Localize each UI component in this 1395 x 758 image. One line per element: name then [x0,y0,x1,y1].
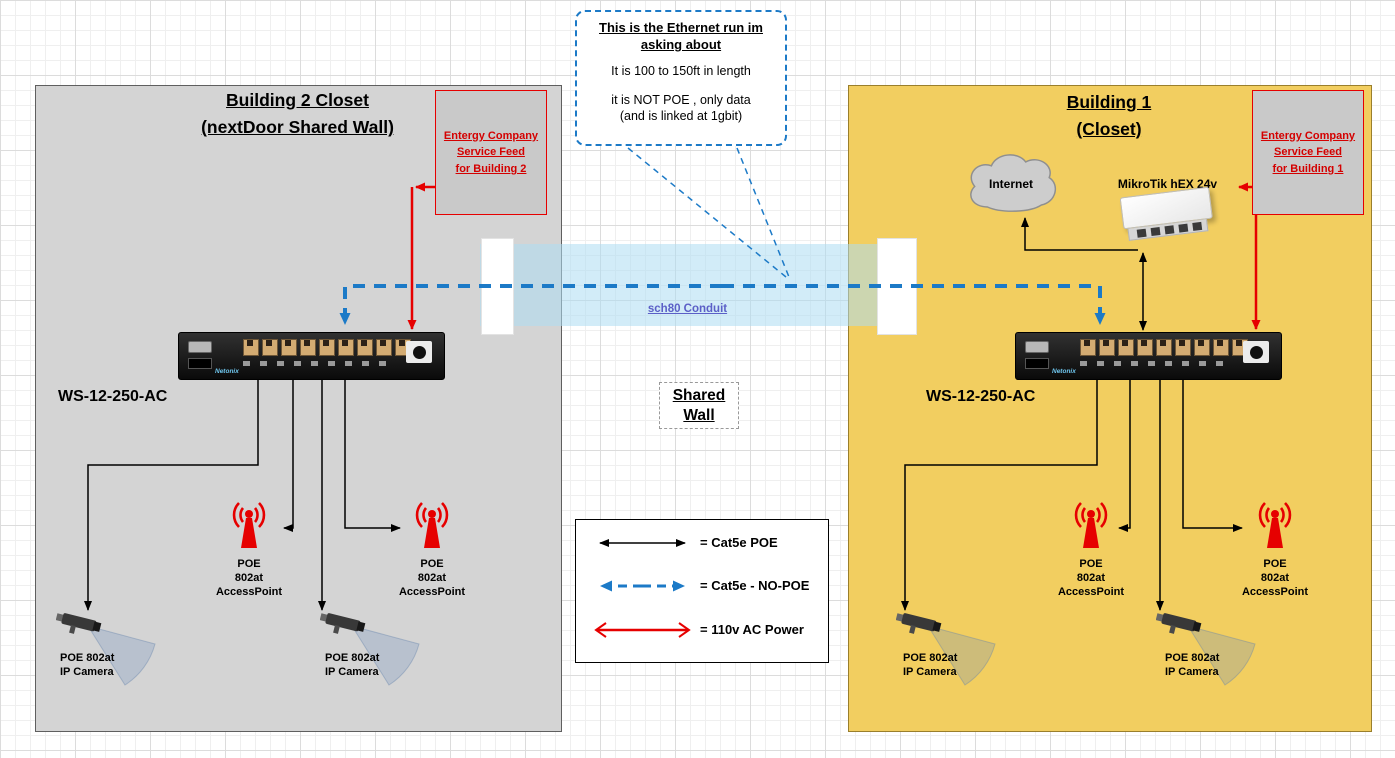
wall-penetration-left [481,238,514,335]
access-point-label: POE 802at AccessPoint [1241,558,1309,598]
switch-model-label-building1: WS-12-250-AC [926,388,1036,405]
legend-item-ac-power: = 110v AC Power [700,622,804,637]
callout-length-note: It is 100 to 150ft in length [611,63,751,78]
port-numbers-strip [1080,361,1230,366]
access-point-label: POE 802at AccessPoint [398,558,466,598]
entergy-feed-building2: Entergy Company Service Feed for Buildin… [435,90,547,215]
internet-cloud-icon [970,154,1057,212]
ip-camera-label: POE 802at IP Camera [1165,652,1220,678]
ip-camera-icon [320,613,420,686]
ip-camera-label: POE 802at IP Camera [325,652,380,678]
legend-item-cat5e-poe: = Cat5e POE [700,535,778,550]
building2-title: Building 2 Closet (nextDoor Shared Wall) [201,90,394,138]
ip-camera-label: POE 802at IP Camera [903,652,958,678]
ip-camera-label: POE 802at IP Camera [60,652,115,678]
wall-penetration-right [877,238,917,335]
building1-title: Building 1 (Closet) [1066,92,1152,140]
legend-item-cat5e-nopoe: = Cat5e - NO-POE [700,578,810,593]
power-inlet-icon [1243,341,1269,363]
sfp-slot-icon [1025,358,1049,369]
port-numbers-strip [243,361,393,366]
ethernet-run-callout: This is the Ethernet run im asking about… [575,10,787,146]
shared-wall-label: Shared Wall [659,382,739,429]
callout-poe-note: it is NOT POE , only data (and is linked… [611,93,751,124]
ip-camera-icon [896,613,996,686]
ip-camera-icon [1156,613,1256,686]
callout-heading: This is the Ethernet run im asking about [599,20,763,52]
switch-brand-text: Netonix [1052,368,1076,375]
access-point-label: POE 802at AccessPoint [215,558,283,598]
ip-camera-icon [56,613,156,686]
entergy-feed-building1: Entergy Company Service Feed for Buildin… [1252,90,1364,215]
switch-building2-icon: Netonix [178,332,445,380]
access-point-icon [1258,502,1292,548]
internet-label: Internet [988,177,1033,191]
access-point-label: POE 802at AccessPoint [1057,558,1125,598]
switch-model-label-building2: WS-12-250-AC [58,388,168,405]
console-port-icon [1025,341,1049,353]
access-point-icon [415,502,449,548]
switch-brand-text: Netonix [215,368,239,375]
mikrotik-label: MikroTik hEX 24v [1117,177,1218,191]
switch-building1-icon: Netonix [1015,332,1282,380]
sfp-slot-icon [188,358,212,369]
ethernet-ports-icon [243,339,411,356]
access-point-icon [1074,502,1108,548]
sch80-conduit-link[interactable]: sch80 Conduit [647,303,728,315]
console-port-icon [188,341,212,353]
ethernet-ports-icon [1080,339,1248,356]
access-point-icon [232,502,266,548]
power-inlet-icon [406,341,432,363]
